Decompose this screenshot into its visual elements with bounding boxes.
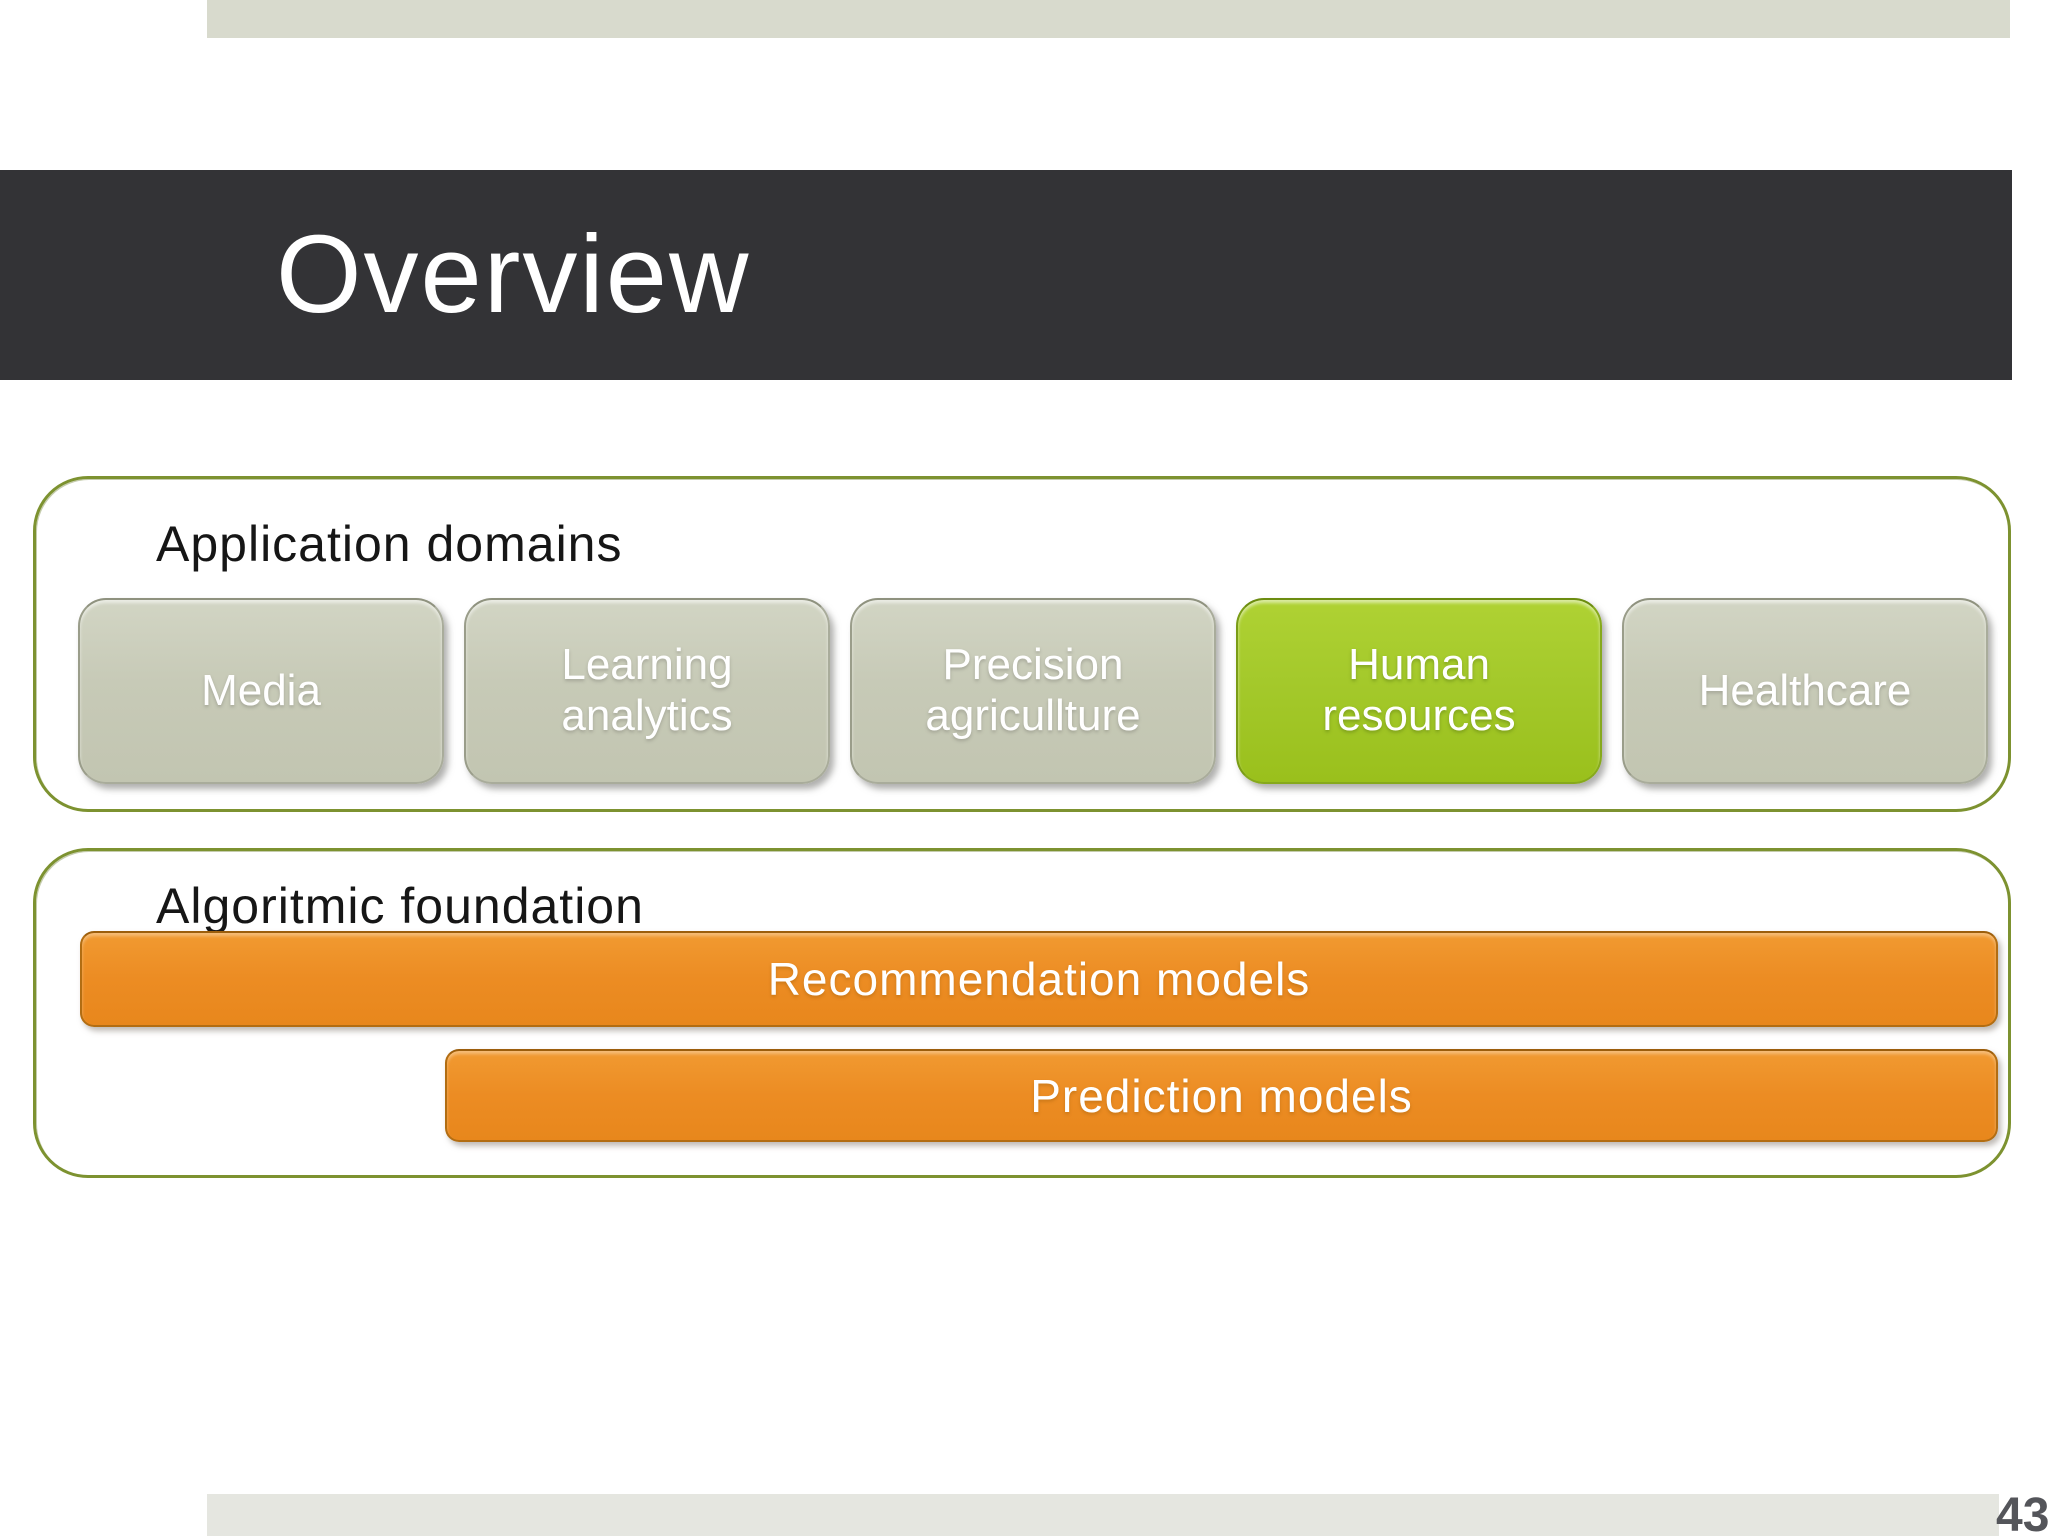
top-accent-strip [207, 0, 2010, 38]
algorithmic-foundation-label: Algoritmic foundation [156, 878, 644, 934]
slide-title: Overview [276, 213, 751, 336]
domain-box-media: Media [78, 598, 444, 784]
bottom-accent-strip [207, 1494, 1999, 1536]
application-domains-label: Application domains [156, 516, 623, 572]
algo-bar-label: Recommendation models [767, 953, 1311, 1005]
domain-box-precision-agriculture: Precision agricullture [850, 598, 1216, 784]
title-banner: Overview [0, 170, 2012, 380]
algo-bar-label: Prediction models [1030, 1069, 1413, 1122]
recommendation-models-bar: Recommendation models [80, 931, 1998, 1027]
domain-box-learning-analytics: Learning analytics [464, 598, 830, 784]
domain-box-human-resources: Human resources [1236, 598, 1602, 784]
algorithmic-foundation-panel: Algoritmic foundation Recommendation mod… [33, 848, 2011, 1178]
application-domains-panel: Application domains Media Learning analy… [33, 476, 2011, 812]
domain-box-label: Precision agricullture [925, 640, 1141, 740]
page-number: 43 [1996, 1489, 2048, 1536]
domain-box-label: Healthcare [1698, 665, 1912, 715]
domain-box-label: Media [201, 665, 321, 715]
application-domains-row: Media Learning analytics Precision agric… [78, 598, 1988, 784]
domain-box-label: Human resources [1322, 640, 1516, 740]
prediction-models-bar: Prediction models [445, 1049, 1998, 1142]
domain-box-label: Learning analytics [561, 640, 733, 740]
domain-box-healthcare: Healthcare [1622, 598, 1988, 784]
